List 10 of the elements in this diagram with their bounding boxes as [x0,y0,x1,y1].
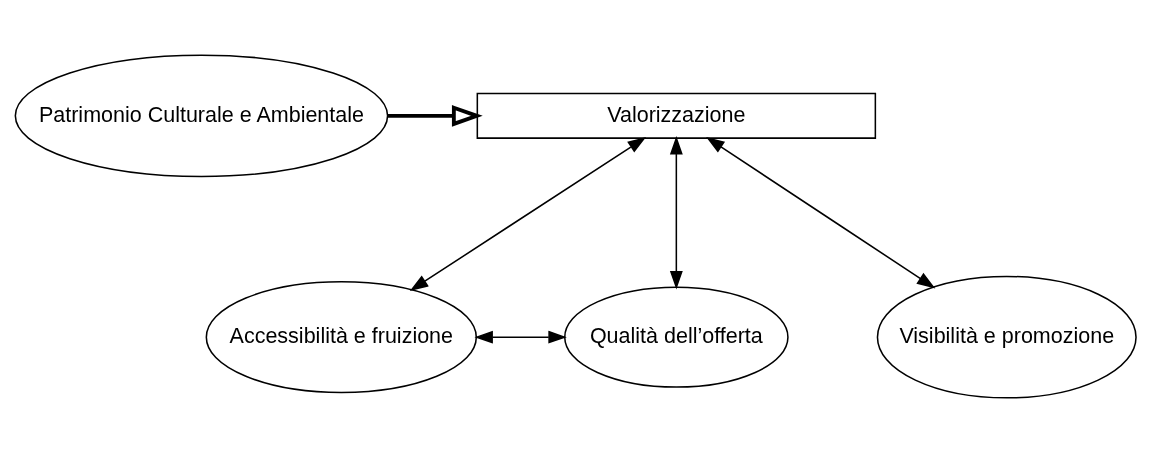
arrow [474,330,567,344]
node-ellipse: Qualità dell’offerta [564,286,789,388]
arrow [387,105,483,127]
arrow [669,136,683,290]
arrow [409,137,647,292]
arrow [706,137,936,289]
node-ellipse: Visibilità e promozione [876,275,1137,399]
node-ellipse: Accessibilità e fruizione [205,281,478,394]
node-box: Valorizzazione [476,92,877,139]
node-ellipse: Patrimonio Culturale e Ambientale [14,54,389,178]
